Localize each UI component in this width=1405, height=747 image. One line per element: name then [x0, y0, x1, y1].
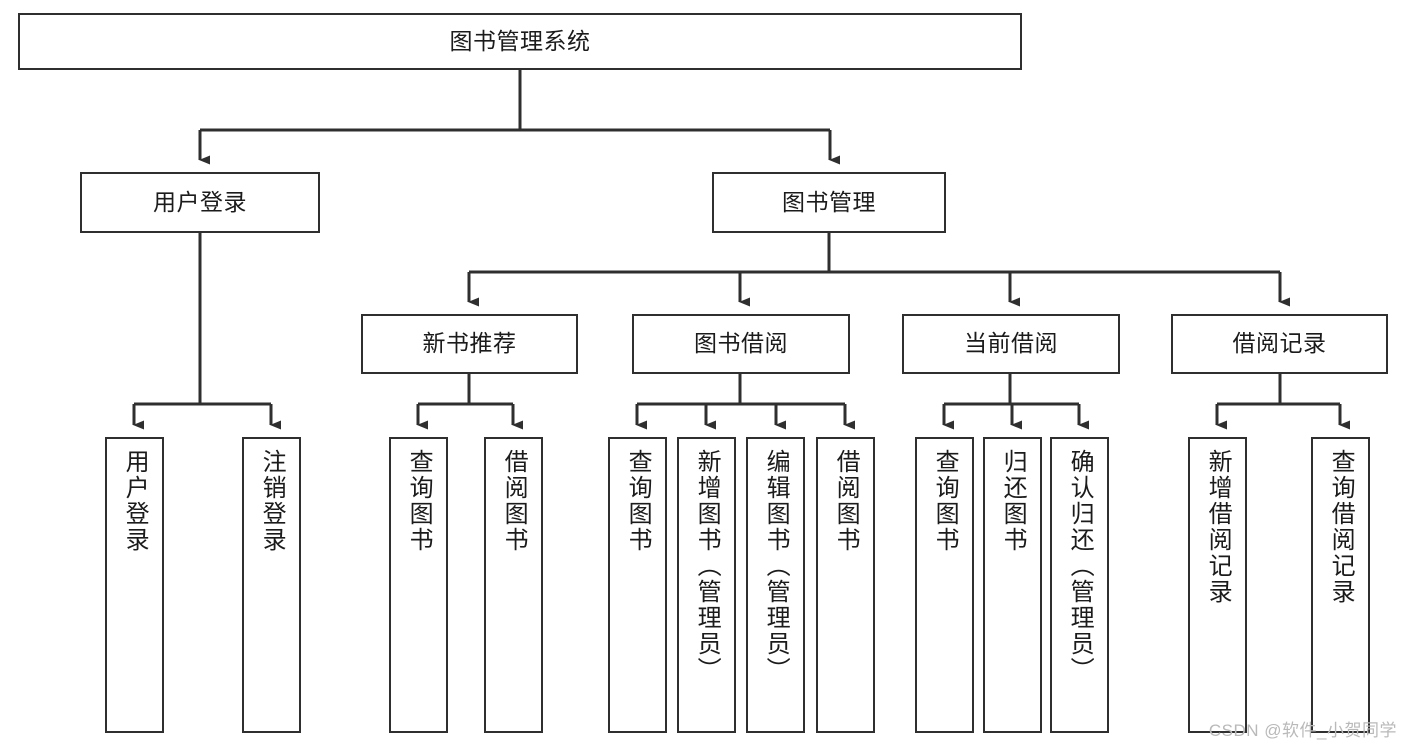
node-root[interactable]: 图书管理系统 — [18, 13, 1022, 70]
node-leaf-query-book-rec-label: 查询图书 — [405, 449, 433, 553]
node-book-borrow[interactable]: 图书借阅 — [632, 314, 850, 374]
node-new-book-rec-label: 新书推荐 — [422, 330, 517, 357]
node-leaf-borrow-book-rec[interactable]: 借阅图书 — [484, 437, 543, 733]
node-book-manage[interactable]: 图书管理 — [712, 172, 946, 233]
node-leaf-logout-label: 注销登录 — [258, 449, 286, 553]
node-leaf-borrow-book-label: 借阅图书 — [832, 449, 860, 553]
node-book-borrow-label: 图书借阅 — [694, 330, 788, 357]
node-current-borrow[interactable]: 当前借阅 — [902, 314, 1120, 374]
node-leaf-query-book-borrow[interactable]: 查询图书 — [608, 437, 667, 733]
node-leaf-query-record[interactable]: 查询借阅记录 — [1311, 437, 1370, 733]
node-leaf-add-record[interactable]: 新增借阅记录 — [1188, 437, 1247, 733]
node-leaf-edit-book-label: 编辑图书（管理员） — [762, 449, 790, 683]
node-borrow-record[interactable]: 借阅记录 — [1171, 314, 1388, 374]
csdn-watermark: CSDN @软件_小贺同学 — [1208, 721, 1397, 740]
node-leaf-query-record-label: 查询借阅记录 — [1327, 449, 1355, 605]
node-leaf-return-book-label: 归还图书 — [999, 449, 1027, 553]
node-leaf-query-book-cur-label: 查询图书 — [931, 449, 959, 553]
node-leaf-user-login-label: 用户登录 — [121, 449, 149, 553]
node-user-login[interactable]: 用户登录 — [80, 172, 320, 233]
node-leaf-add-book-label: 新增图书（管理员） — [693, 449, 721, 683]
node-root-label: 图书管理系统 — [449, 27, 591, 54]
node-new-book-rec[interactable]: 新书推荐 — [361, 314, 578, 374]
node-leaf-user-login[interactable]: 用户登录 — [105, 437, 164, 733]
node-leaf-borrow-book-rec-label: 借阅图书 — [500, 449, 528, 553]
node-leaf-add-book[interactable]: 新增图书（管理员） — [677, 437, 736, 733]
node-leaf-query-book-borrow-label: 查询图书 — [624, 449, 652, 553]
node-leaf-confirm-return[interactable]: 确认归还（管理员） — [1050, 437, 1109, 733]
node-leaf-query-book-cur[interactable]: 查询图书 — [915, 437, 974, 733]
node-leaf-borrow-book[interactable]: 借阅图书 — [816, 437, 875, 733]
node-borrow-record-label: 借阅记录 — [1232, 330, 1327, 357]
node-leaf-confirm-return-label: 确认归还（管理员） — [1066, 449, 1094, 683]
node-leaf-query-book-rec[interactable]: 查询图书 — [389, 437, 448, 733]
node-book-manage-label: 图书管理 — [782, 188, 876, 215]
node-leaf-return-book[interactable]: 归还图书 — [983, 437, 1042, 733]
node-user-login-label: 用户登录 — [153, 188, 247, 215]
node-current-borrow-label: 当前借阅 — [964, 330, 1058, 357]
node-leaf-add-record-label: 新增借阅记录 — [1204, 449, 1232, 605]
node-leaf-logout[interactable]: 注销登录 — [242, 437, 301, 733]
node-leaf-edit-book[interactable]: 编辑图书（管理员） — [746, 437, 805, 733]
